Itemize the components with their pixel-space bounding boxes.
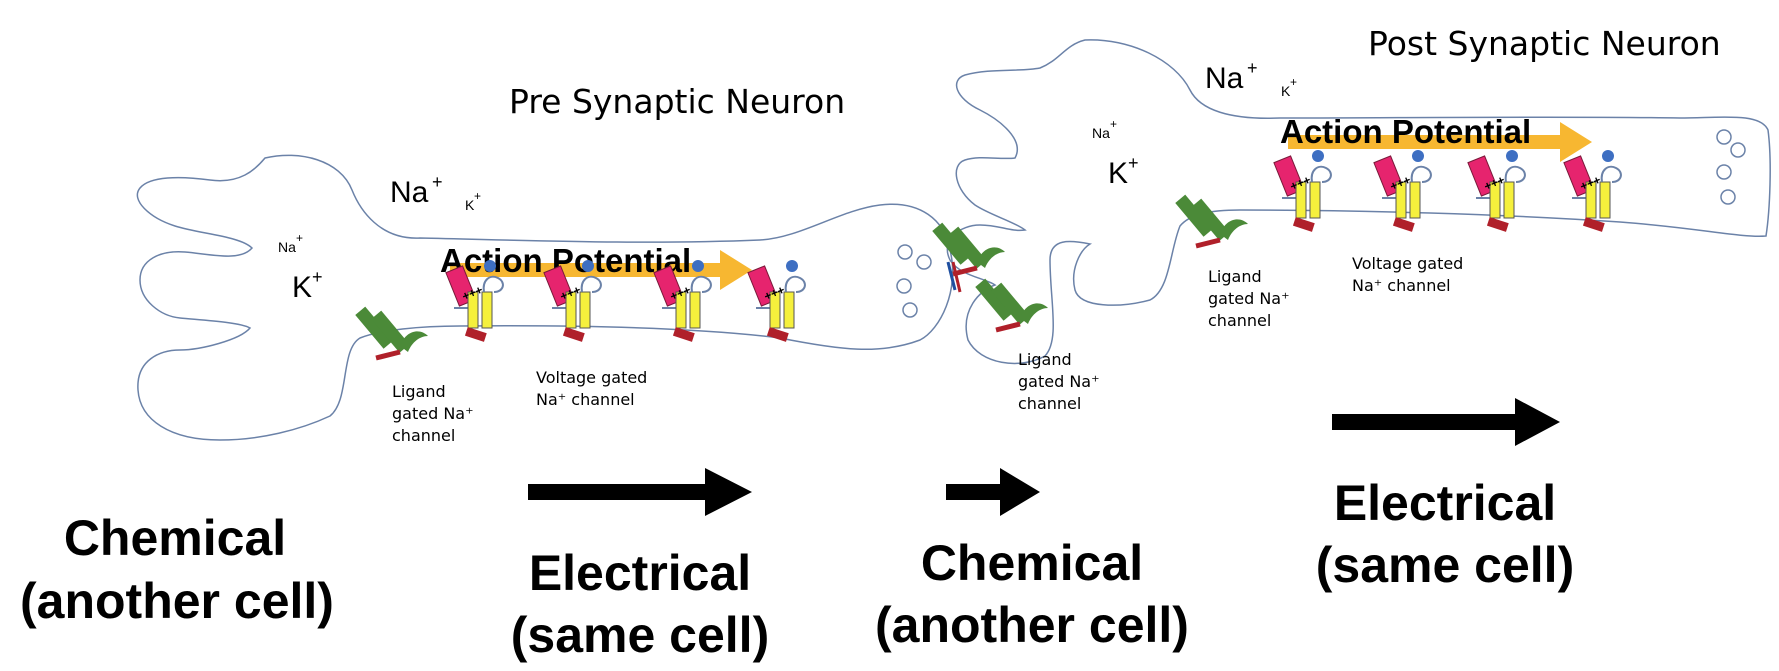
- post-na-small-plus: +: [1110, 117, 1117, 131]
- flow-label-2-line1: Electrical: [529, 545, 751, 601]
- pre-na-large: Na: [390, 176, 429, 209]
- post-neuron-outline: [946, 39, 1771, 365]
- post-vesicles: [1716, 129, 1746, 205]
- flow-label-3-line1: Chemical: [921, 535, 1143, 591]
- vesicle: [902, 302, 918, 318]
- pre-ligand-label-1: Ligand: [392, 382, 446, 401]
- flow-label-4-line2: (same cell): [1316, 537, 1574, 593]
- vesicle: [896, 278, 912, 294]
- vesicle: [1730, 142, 1746, 158]
- flow-arrow-2: [946, 468, 1040, 516]
- pre-action-potential-arrow: [450, 250, 752, 290]
- pre-k-small-plus: +: [474, 189, 481, 203]
- post-na-large: Na: [1205, 62, 1244, 95]
- pre-voltage-channel: [746, 259, 806, 343]
- pre-ligand-label-2: gated Na⁺: [392, 404, 474, 423]
- synapse-ligand-channel: [975, 279, 1048, 330]
- post-voltage-channel: [1466, 149, 1526, 233]
- pre-k-small: K: [465, 197, 475, 213]
- pre-ligand-label-3: channel: [392, 426, 455, 445]
- post-voltage-channel: [1272, 149, 1332, 233]
- post-ligand-label-2: gated Na⁺: [1208, 289, 1290, 308]
- post-k-small: K: [1281, 83, 1291, 99]
- synapse-ligand-channels: [932, 223, 1048, 330]
- pre-na-small-plus: +: [296, 231, 303, 245]
- synapse-ligand-label-2: gated Na⁺: [1018, 372, 1100, 391]
- post-action-potential-label: Action Potential: [1280, 113, 1531, 150]
- post-voltage-label-1: Voltage gated: [1352, 254, 1463, 273]
- synapse-ligand-label-1: Ligand: [1018, 350, 1072, 369]
- pre-neuron-outline: [136, 154, 954, 441]
- post-na-large-plus: +: [1247, 58, 1258, 78]
- synapse-ligand-label-3: channel: [1018, 394, 1081, 413]
- pre-k-large-plus: +: [312, 267, 323, 287]
- post-ligand-label-3: channel: [1208, 311, 1271, 330]
- synapse-ligand-channel: [932, 223, 1005, 274]
- vesicle: [1720, 189, 1736, 205]
- post-na-small: Na: [1092, 125, 1110, 141]
- pre-na-large-plus: +: [432, 172, 443, 192]
- flow-label-1-line1: Chemical: [64, 510, 286, 566]
- post-voltage-channel: [1372, 149, 1432, 233]
- post-k-large: K: [1108, 157, 1128, 190]
- vesicle: [1716, 129, 1732, 145]
- pre-ligand-channel: [355, 307, 428, 358]
- post-ligand-label-1: Ligand: [1208, 267, 1262, 286]
- pre-action-potential-label: Action Potential: [440, 242, 691, 279]
- post-voltage-label-2: Na⁺ channel: [1352, 276, 1451, 295]
- pre-na-small: Na: [278, 239, 296, 255]
- pre-vesicles: [896, 244, 932, 318]
- pre-k-large: K: [292, 271, 312, 304]
- post-k-large-plus: +: [1128, 153, 1139, 173]
- pre-neuron-title: Pre Synaptic Neuron: [509, 82, 845, 121]
- flow-label-1-line2: (another cell): [20, 573, 334, 629]
- flow-arrow-3: [1332, 398, 1560, 446]
- post-action-potential-arrow: [1288, 122, 1592, 162]
- pre-voltage-label-1: Voltage gated: [536, 368, 647, 387]
- post-neuron-title: Post Synaptic Neuron: [1368, 24, 1721, 63]
- flow-label-2-line2: (same cell): [511, 607, 769, 663]
- vesicle: [897, 244, 913, 260]
- vesicle: [916, 254, 932, 270]
- flow-arrow-1: [528, 468, 752, 516]
- flow-label-4-line1: Electrical: [1334, 475, 1556, 531]
- vesicle: [1716, 164, 1732, 180]
- flow-label-3-line2: (another cell): [875, 597, 1189, 653]
- pre-voltage-label-2: Na⁺ channel: [536, 390, 635, 409]
- post-k-small-plus: +: [1290, 75, 1297, 89]
